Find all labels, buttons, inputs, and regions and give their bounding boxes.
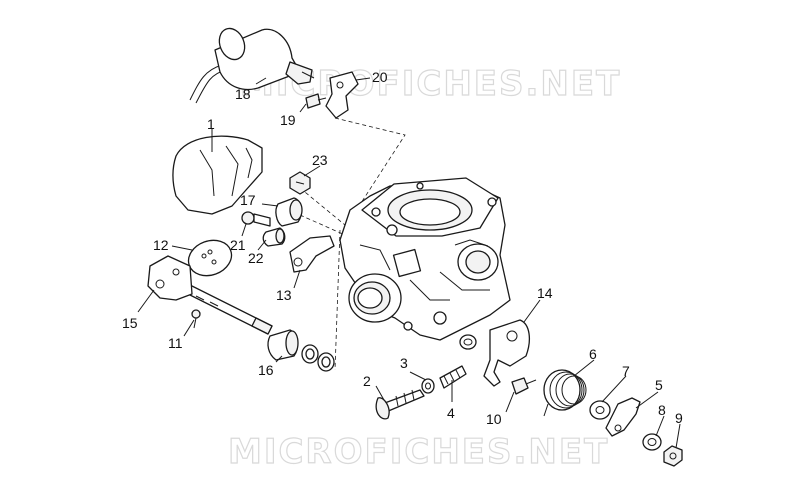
throttle-shaft	[147, 255, 273, 335]
callout-1: 1	[207, 116, 215, 132]
bushing	[267, 329, 335, 372]
nut-9	[663, 445, 683, 467]
callout-7: 7	[622, 363, 630, 379]
adjuster-screw	[375, 389, 425, 420]
callout-14: 14	[537, 285, 553, 301]
torsion-spring	[543, 369, 587, 417]
callout-4: 4	[447, 405, 455, 421]
lever-plate	[459, 319, 531, 387]
small-screw	[305, 93, 327, 109]
callout-21: 21	[230, 237, 246, 253]
spring-4	[439, 365, 467, 389]
cover	[172, 135, 263, 215]
callout-18: 18	[235, 86, 251, 102]
callout-10: 10	[486, 411, 502, 427]
washer-7	[589, 400, 611, 420]
washer-3	[421, 378, 435, 394]
assembly-lines	[299, 117, 406, 371]
callout-9: 9	[675, 410, 683, 426]
callout-22: 22	[248, 250, 264, 266]
throttle-disc	[187, 239, 233, 277]
screw-10	[511, 377, 537, 395]
bracket	[325, 71, 359, 119]
callout-13: 13	[276, 287, 292, 303]
leader-lines	[137, 77, 681, 449]
callout-3: 3	[400, 355, 408, 371]
carburetor-body	[339, 177, 511, 341]
callout-12: 12	[153, 237, 169, 253]
callout-16: 16	[258, 362, 274, 378]
callout-19: 19	[280, 112, 296, 128]
lever-bracket	[289, 235, 335, 273]
callout-15: 15	[122, 315, 138, 331]
callout-23: 23	[312, 152, 328, 168]
callout-labels: 1 2 3 4 5 6 7 8 9 10 11 12 13 14 15 16 1…	[122, 69, 683, 427]
watermark-bottom: MICROFICHES.NET	[228, 432, 609, 472]
cam-lever	[605, 397, 641, 437]
callout-11: 11	[168, 335, 183, 351]
sleeve-22	[262, 227, 286, 247]
callout-20: 20	[372, 69, 388, 85]
callout-17: 17	[240, 192, 256, 208]
callout-8: 8	[658, 402, 666, 418]
spacer-17	[275, 197, 303, 227]
callout-6: 6	[589, 346, 597, 362]
choke-plunger	[189, 27, 315, 104]
screw-21	[241, 211, 271, 227]
washer-8	[642, 433, 662, 451]
callout-2: 2	[363, 373, 371, 389]
callout-5: 5	[655, 377, 663, 393]
screw-11	[191, 309, 201, 329]
screw-23	[289, 171, 311, 195]
